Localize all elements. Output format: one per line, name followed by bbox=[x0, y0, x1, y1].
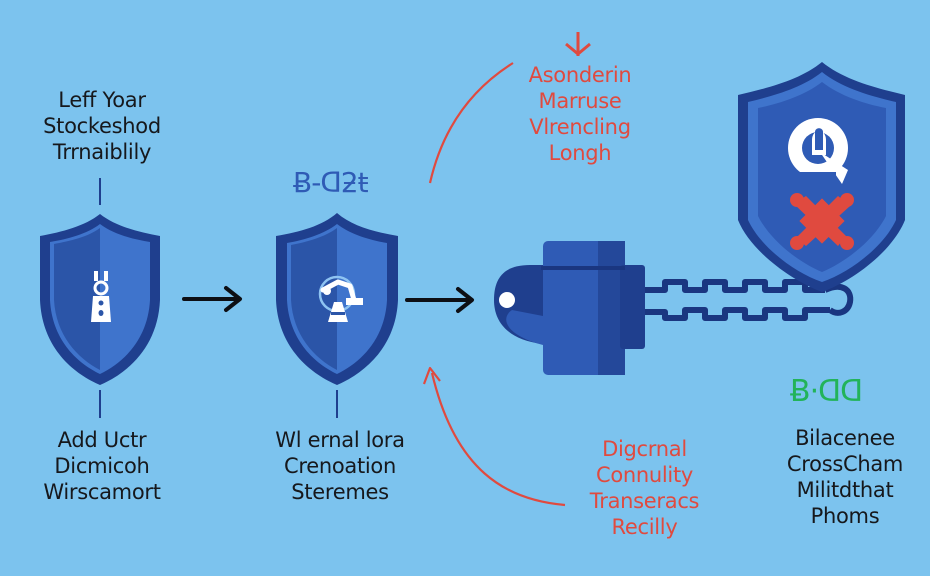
step-4-bottom-label: Bilacenee CrossCham Militdthat Phoms bbox=[770, 425, 920, 529]
label-line: Wirscamort bbox=[43, 480, 161, 504]
blocked-x-icon bbox=[790, 193, 854, 250]
annotation-line: Transeracs bbox=[589, 489, 700, 513]
label-line: Trrnaiblily bbox=[52, 140, 152, 164]
label-line: Bilacenee bbox=[795, 426, 895, 450]
step-1-bottom-label: Add Uctr Dicmicoh Wirscamort bbox=[22, 427, 182, 505]
label-line: Stockeshod bbox=[43, 114, 161, 138]
bottom-annotation: Digcrnal Connulity Transeracs Recilly bbox=[572, 436, 717, 540]
step-1-top-label: Leff Yoar Stockeshod Trrnaiblily bbox=[22, 87, 182, 165]
shield-1 bbox=[40, 214, 160, 385]
annotation-line: Recilly bbox=[611, 515, 678, 539]
label-line: Militdthat bbox=[796, 478, 894, 502]
shield-4 bbox=[738, 62, 905, 292]
curved-arrow-head bbox=[422, 366, 441, 385]
down-arrow-icon bbox=[565, 32, 591, 56]
label-line: Dicmicoh bbox=[54, 454, 150, 478]
label-line: CrossCham bbox=[786, 452, 904, 476]
curved-arrow-back bbox=[430, 372, 566, 507]
user-icon bbox=[788, 118, 848, 186]
label-line: Crenoation bbox=[283, 454, 396, 478]
annotation-line: Vlrencling bbox=[529, 115, 631, 139]
annotation-line: Longh bbox=[548, 141, 612, 165]
shield-2 bbox=[276, 213, 398, 385]
step-4-glyph: Ƀ·ᗡᗡ bbox=[790, 374, 863, 409]
annotation-line: Connulity bbox=[595, 463, 694, 487]
step-2-glyph: Ƀ-ᗡƻŧ bbox=[293, 166, 369, 199]
annotation-line: Marruse bbox=[538, 89, 622, 113]
step-2-bottom-label: Wl ernal lora Crenoation Steremes bbox=[255, 427, 425, 505]
label-line: Leff Yoar bbox=[58, 88, 146, 112]
label-line: Add Uctr bbox=[57, 428, 147, 452]
annotation-line: Digcrnal bbox=[602, 437, 687, 461]
zipper-lock-icon bbox=[91, 271, 111, 322]
right-arrow-icon bbox=[405, 287, 474, 313]
annotation-line: Asonderin bbox=[528, 63, 632, 87]
right-arrow-icon bbox=[182, 286, 242, 312]
padlock-chain-icon bbox=[494, 241, 854, 375]
label-line: Phoms bbox=[810, 504, 880, 528]
label-line: Wl ernal lora bbox=[275, 428, 405, 452]
chain bbox=[645, 279, 854, 321]
label-line: Steremes bbox=[291, 480, 389, 504]
curved-arrow-up bbox=[428, 62, 514, 184]
robot-arm-icon bbox=[318, 275, 363, 322]
top-annotation: Asonderin Marruse Vlrencling Longh bbox=[510, 62, 650, 166]
